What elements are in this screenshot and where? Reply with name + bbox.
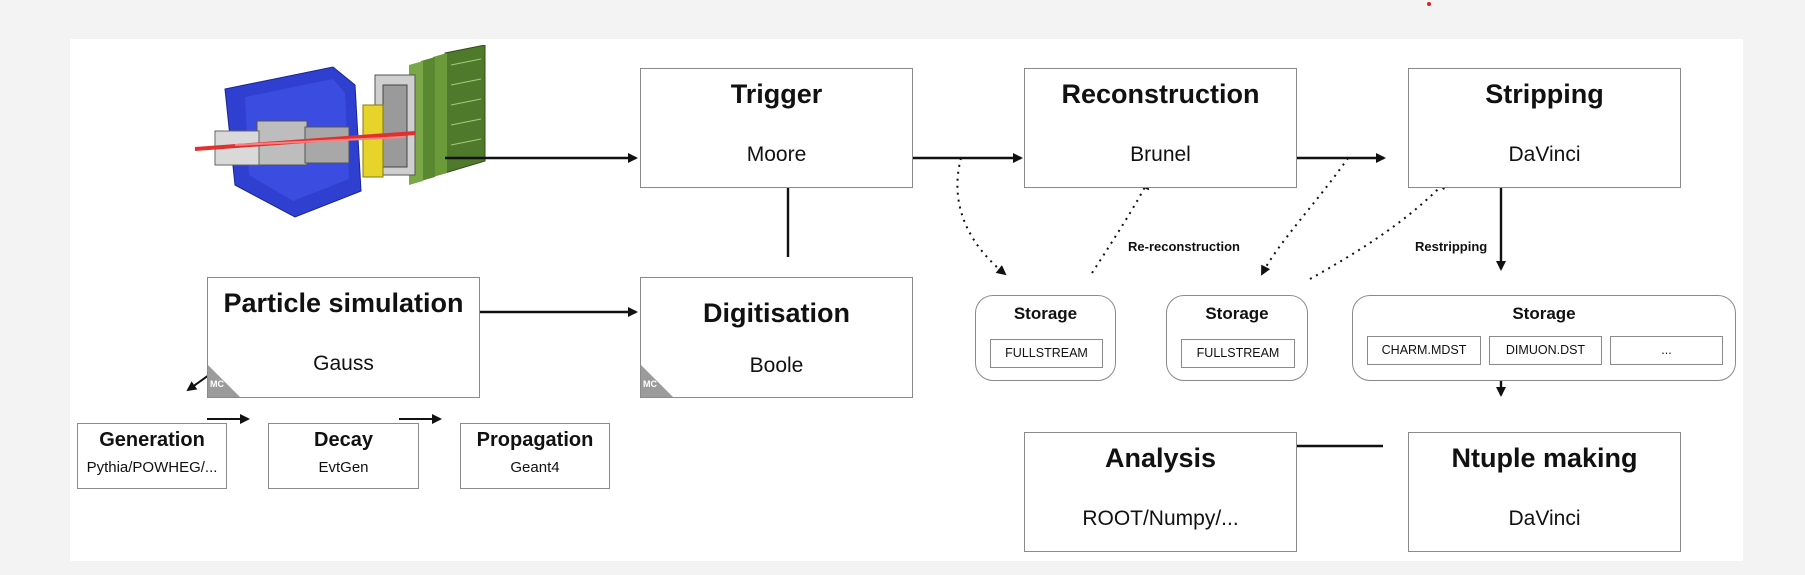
node-title: Analysis (1104, 443, 1217, 473)
node-title: Particle simulation (223, 288, 464, 318)
storage-title: Storage (1013, 304, 1078, 323)
mc-badge: MC (208, 365, 240, 397)
node-software: Boole (749, 354, 804, 377)
stream-fullstream: FULLSTREAM (1181, 339, 1295, 368)
mc-badge-label: MC (643, 379, 657, 389)
dotted-storage-reconstruction (1091, 179, 1149, 274)
storage-title: Storage (1205, 304, 1269, 323)
node-software: Brunel (1130, 143, 1191, 166)
node-title: Reconstruction (1061, 79, 1260, 109)
node-software: Gauss (313, 352, 374, 375)
node-analysis: Analysis ROOT/Numpy/... (1024, 432, 1297, 552)
storage-reco: Storage FULLSTREAM (975, 295, 1116, 381)
node-generation: Generation Pythia/POWHEG/... (77, 423, 227, 489)
node-software: Pythia/POWHEG/... (86, 459, 218, 476)
dotted-trigger-storage (956, 157, 1007, 276)
red-dot-marker (1427, 2, 1431, 6)
node-title: Stripping (1485, 79, 1604, 109)
diagram-canvas: Trigger Moore Reconstruction Brunel Stri… (70, 39, 1743, 561)
stream-charm-mdst: CHARM.MDST (1367, 336, 1481, 365)
node-software: EvtGen (318, 459, 369, 476)
stream-fullstream: FULLSTREAM (990, 339, 1103, 368)
node-title: Ntuple making (1451, 443, 1638, 473)
node-propagation: Propagation Geant4 (460, 423, 610, 489)
muon-stations (409, 45, 486, 185)
storage-title: Storage (1512, 304, 1576, 323)
node-software: DaVinci (1508, 507, 1581, 530)
node-title: Propagation (476, 429, 594, 451)
node-title: Trigger (730, 79, 823, 109)
stream-dimuon-dst: DIMUON.DST (1489, 336, 1602, 365)
node-software: Geant4 (510, 459, 560, 476)
node-software: ROOT/Numpy/... (1082, 507, 1239, 530)
node-software: Moore (746, 143, 807, 166)
node-title: Decay (314, 429, 373, 451)
node-ntuple-making: Ntuple making DaVinci (1408, 432, 1681, 552)
storage-strip-in: Storage FULLSTREAM (1166, 295, 1308, 381)
node-particle-simulation: Particle simulation Gauss MC (207, 277, 480, 398)
dotted-storage-stripping (1309, 179, 1448, 280)
mc-badge: MC (641, 365, 673, 397)
node-stripping: Stripping DaVinci (1408, 68, 1681, 188)
label-restripping: Restripping (1415, 239, 1488, 254)
detector-image (194, 45, 486, 218)
stream-more: ... (1610, 336, 1723, 365)
mc-badge-label: MC (210, 379, 224, 389)
node-title: Generation (99, 429, 205, 451)
storage-strip-out: Storage CHARM.MDST DIMUON.DST ... (1352, 295, 1736, 381)
node-software: DaVinci (1508, 143, 1581, 166)
node-reconstruction: Reconstruction Brunel (1024, 68, 1297, 188)
node-trigger: Trigger Moore (640, 68, 913, 188)
dotted-reconstruction-storage (1261, 157, 1349, 276)
node-title: Digitisation (703, 298, 850, 328)
node-decay: Decay EvtGen (268, 423, 419, 489)
label-rereconstruction: Re-reconstruction (1128, 239, 1240, 254)
node-digitisation: Digitisation Boole MC (640, 277, 913, 398)
